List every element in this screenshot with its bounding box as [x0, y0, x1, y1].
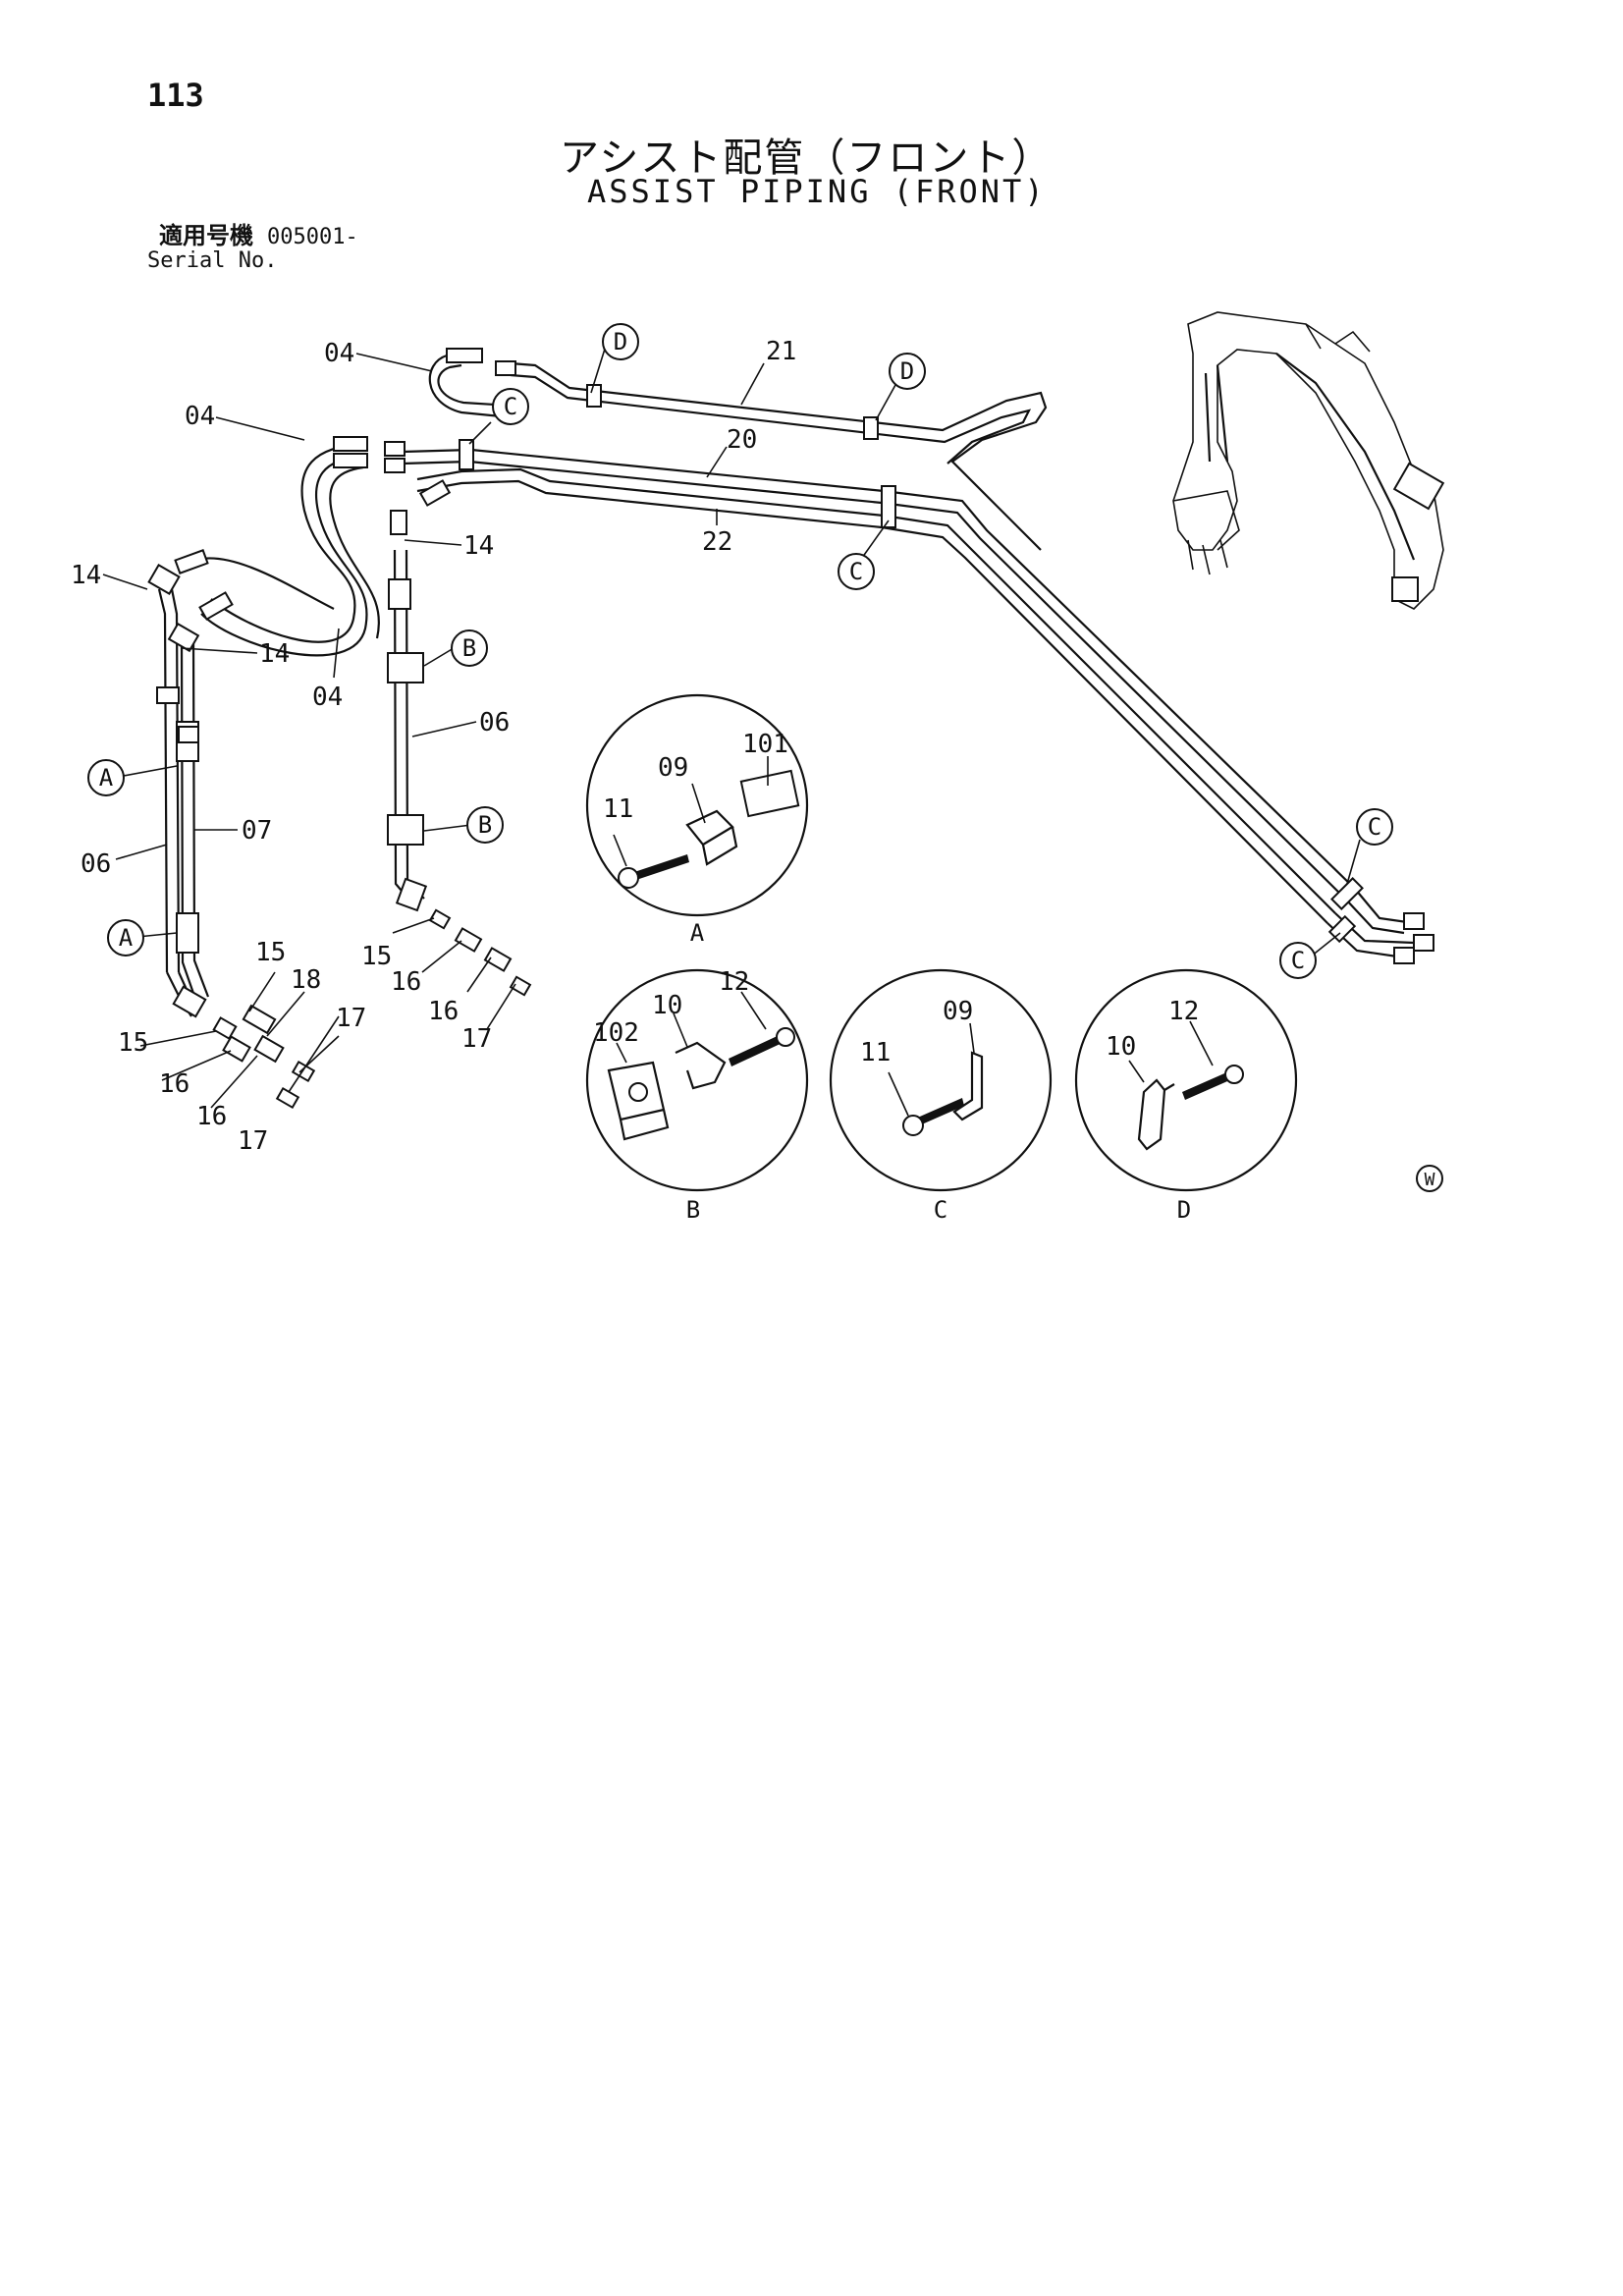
marker-c-1: C: [492, 388, 529, 425]
piping-diagram: 04 04 04 21 20 22 14 14 14 06 06 07 15 1…: [71, 311, 1445, 1224]
middle-pipe: [387, 510, 428, 912]
svg-text:A: A: [119, 924, 134, 952]
svg-text:D: D: [614, 328, 627, 355]
marker-b-1: B: [451, 629, 488, 667]
callout-16-left-b: 16: [196, 1102, 227, 1131]
callout-15-middle: 15: [361, 942, 392, 971]
detail-c-label: C: [934, 1196, 947, 1224]
svg-text:W: W: [1425, 1170, 1435, 1190]
serial-label-jp: 適用号機: [159, 222, 253, 249]
marker-c-2: C: [838, 553, 875, 590]
detail-a-part-09: 09: [658, 753, 688, 783]
detail-b-part-12: 12: [719, 967, 749, 997]
marker-d-1: D: [602, 323, 639, 360]
detail-c-part-11: 11: [860, 1038, 891, 1067]
detail-a-label: A: [690, 919, 705, 947]
detail-c-part-09: 09: [943, 997, 973, 1026]
marker-b-2: B: [466, 806, 504, 844]
callout-06-left: 06: [81, 849, 111, 879]
detail-d-part-10: 10: [1106, 1032, 1136, 1062]
callout-16-mid-b: 16: [428, 997, 459, 1026]
detail-a-part-11: 11: [603, 794, 633, 824]
callout-15-upper: 15: [255, 938, 286, 967]
detail-b-part-10: 10: [652, 991, 682, 1020]
callout-14-right: 14: [463, 531, 494, 561]
hoses-04: [174, 348, 516, 657]
marker-a-2: A: [107, 919, 144, 957]
reference-markers: D D C C C C A A B B: [87, 323, 1393, 979]
excavator-thumbnail: [1172, 311, 1445, 610]
svg-text:B: B: [478, 811, 492, 839]
callout-15-lower: 15: [118, 1028, 148, 1058]
svg-text:C: C: [504, 393, 517, 420]
svg-text:D: D: [900, 357, 914, 385]
callout-labels: 04 04 04 21 20 22 14 14 14 06 06 07 15 1…: [71, 337, 796, 1156]
callout-16-mid-a: 16: [391, 967, 421, 997]
callout-07: 07: [242, 816, 272, 846]
corner-mark: W: [1416, 1165, 1443, 1192]
serial-block: 適用号機 005001- Serial No.: [147, 224, 358, 273]
marker-c-4: C: [1279, 942, 1317, 979]
serial-value: 005001-: [267, 225, 358, 249]
callout-04-bottom: 04: [312, 683, 343, 712]
callout-14-mid: 14: [259, 639, 290, 669]
detail-d-label: D: [1177, 1196, 1191, 1224]
svg-text:C: C: [849, 558, 863, 585]
detail-b-part-102: 102: [593, 1018, 639, 1048]
callout-17-mid: 17: [461, 1024, 492, 1054]
serial-label-en: Serial No.: [147, 248, 278, 273]
pipe-clamps: [459, 384, 1364, 944]
title-english: ASSIST PIPING (FRONT): [587, 173, 1047, 210]
callout-06-middle: 06: [479, 708, 510, 738]
callout-17-left: 17: [238, 1126, 268, 1156]
leader-lines: [102, 345, 1361, 1109]
detail-c: 11 09 C: [829, 968, 1053, 1224]
svg-text:C: C: [1368, 813, 1381, 841]
detail-d: 10 12 D: [1074, 968, 1298, 1224]
main-pipes: [402, 361, 1434, 964]
fittings: [212, 908, 532, 1110]
svg-text:A: A: [99, 764, 114, 792]
svg-text:B: B: [462, 634, 476, 662]
title-japanese: アシスト配管（フロント）: [560, 136, 1054, 181]
callout-17-right: 17: [336, 1004, 366, 1033]
detail-a: 11 09 101 A: [585, 693, 809, 947]
callout-20: 20: [727, 425, 757, 455]
callout-04-top: 04: [324, 339, 354, 368]
svg-text:C: C: [1291, 947, 1305, 974]
left-pipes: [147, 563, 210, 1018]
callout-04-left: 04: [185, 402, 215, 431]
detail-a-part-101: 101: [742, 730, 788, 759]
callout-21: 21: [766, 337, 796, 366]
detail-b: 102 10 12 B: [585, 967, 809, 1224]
marker-d-2: D: [889, 353, 926, 390]
marker-a-1: A: [87, 759, 125, 796]
callout-14-left: 14: [71, 561, 101, 590]
callout-16-left-a: 16: [159, 1069, 189, 1099]
marker-c-3: C: [1356, 808, 1393, 846]
detail-d-part-12: 12: [1168, 997, 1199, 1026]
detail-b-label: B: [686, 1196, 700, 1224]
callout-18: 18: [291, 965, 321, 995]
callout-22: 22: [702, 527, 732, 557]
page-number: 113: [147, 77, 204, 114]
